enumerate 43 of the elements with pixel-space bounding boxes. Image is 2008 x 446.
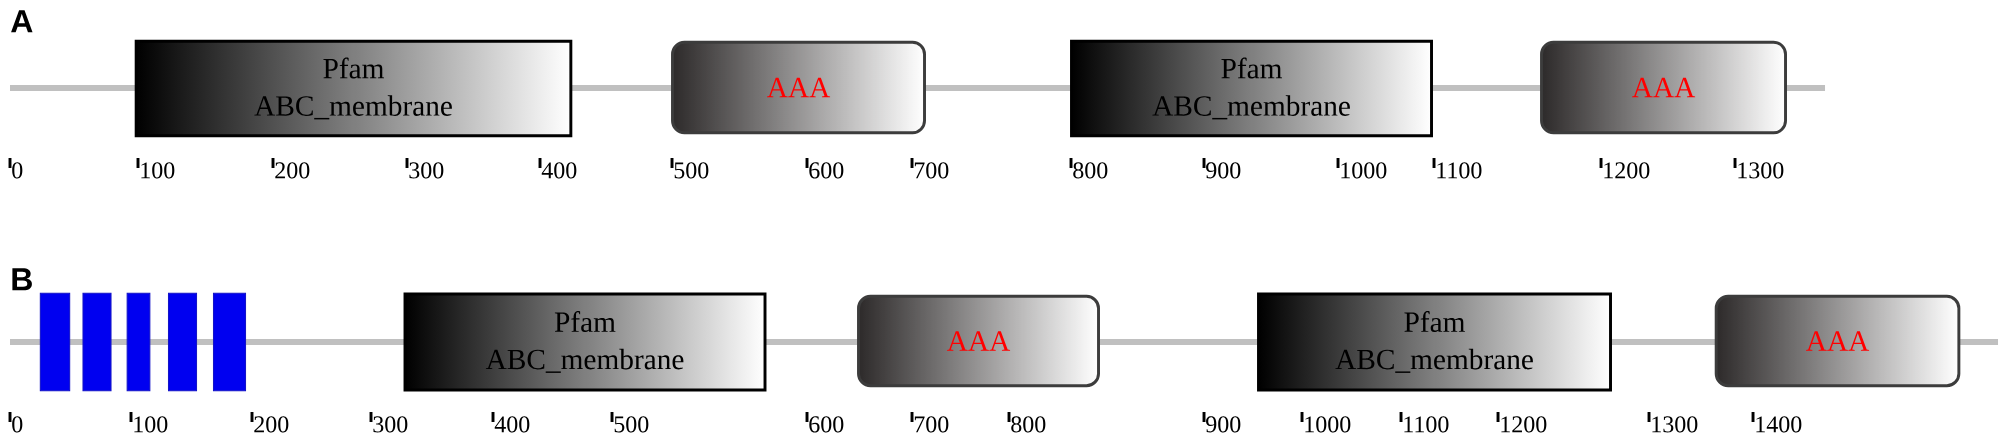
tick-label: 200 [275,162,310,179]
domain-box: AAA [671,40,926,135]
tick-label: 1400 [1756,416,1802,433]
tick-label: 600 [809,162,844,179]
tick-label: 0 [12,416,23,433]
transmembrane-segment [167,292,198,392]
tick-label: 0 [12,162,23,179]
domain-box: AAA [1714,294,1961,388]
tick-label: 300 [409,162,444,179]
transmembrane-segment [126,292,151,392]
domain-box: Pfam ABC_membrane [1070,39,1433,138]
domain-box: AAA [857,294,1100,388]
tick-label: 700 [914,162,949,179]
transmembrane-segment [82,292,112,392]
tick-label: 600 [809,416,844,433]
tick-label: 300 [373,416,408,433]
transmembrane-segment [39,292,71,392]
tick-label: 1200 [1604,162,1650,179]
tick-label: 800 [1011,416,1046,433]
tick-label: 700 [914,416,949,433]
tick-label: 1000 [1305,416,1351,433]
panel-label: B [12,268,32,291]
tick-label: 400 [494,416,530,433]
tick-label: 1300 [1652,416,1698,433]
tick-label: 900 [1206,162,1241,179]
domain-box: AAA [1540,40,1787,135]
tick-label: 1200 [1501,416,1547,433]
tick-label: 1000 [1341,162,1387,179]
tick-label: 400 [541,162,577,179]
tick-label: 1300 [1738,162,1784,179]
tick-label: 100 [141,162,175,179]
tick-label: 800 [1073,162,1108,179]
panel-label: A [11,10,33,33]
domain-box: Pfam ABC_membrane [134,39,573,138]
tick-label: 1100 [1437,162,1482,179]
domain-box: Pfam ABC_membrane [403,292,767,392]
tick-label: 1100 [1404,416,1449,433]
tick-label: 100 [134,416,168,433]
tick-label: 500 [614,416,649,433]
transmembrane-segment [212,292,247,392]
tick-label: 500 [674,162,709,179]
tick-label: 900 [1206,416,1241,433]
tick-label: 200 [254,416,289,433]
